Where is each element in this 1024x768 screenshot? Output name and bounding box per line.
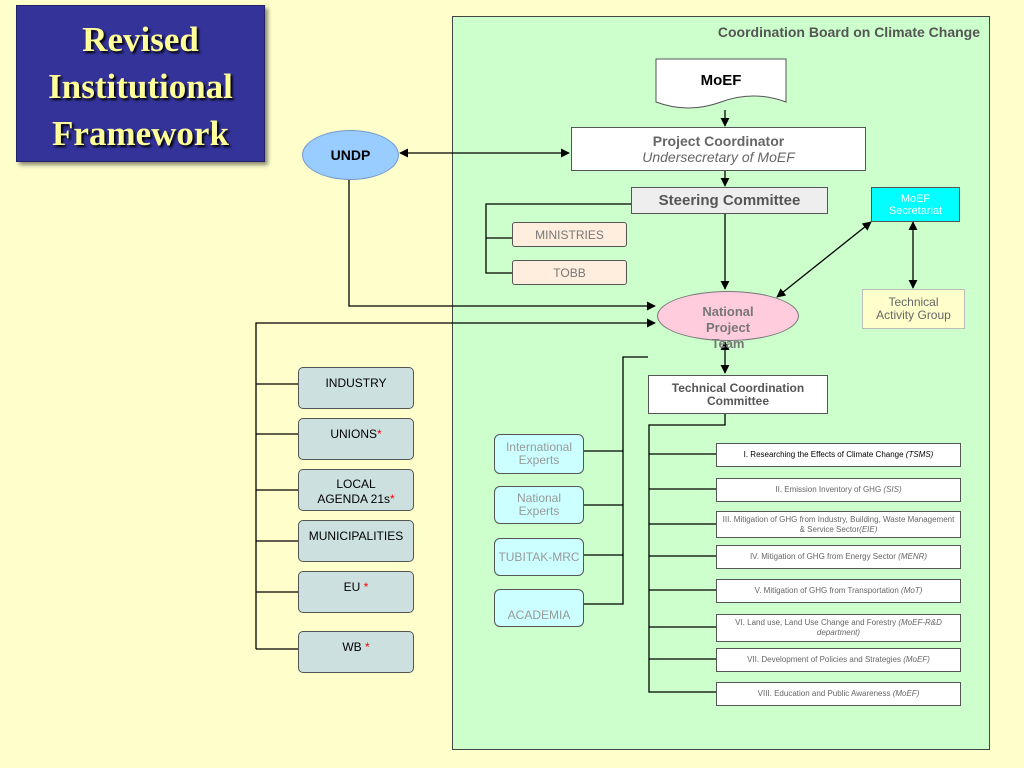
- working-group-lead: (MoEF-R&D department): [816, 618, 942, 637]
- tubitak-mrc-node: TUBITAK-MRC: [494, 538, 584, 576]
- ministries-node: MINISTRIES: [512, 222, 627, 247]
- technical-activity-group-node: Technical Activity Group: [862, 289, 965, 329]
- working-group-8: VIII. Education and Public Awareness (Mo…: [716, 682, 961, 706]
- title-line-2: Institutional: [48, 67, 233, 106]
- working-group-lead: (MoEF): [903, 655, 930, 664]
- working-group-lead: (SIS): [883, 485, 902, 494]
- working-group-label: III. Mitigation of GHG from Industry, Bu…: [722, 514, 955, 534]
- expert-label: International: [505, 440, 573, 454]
- project-coordinator-subtitle: Undersecretary of MoEF: [642, 149, 795, 165]
- stakeholder-label: MUNICIPALITIES: [308, 529, 404, 543]
- expert-label: ACADEMIA: [507, 607, 571, 622]
- title-line-1: Revised: [82, 20, 199, 59]
- tobb-node: TOBB: [512, 260, 627, 285]
- working-group-lead: (TSMS): [905, 450, 934, 459]
- npt-line-1: National: [702, 304, 754, 319]
- academia-node: ACADEMIA: [494, 589, 584, 627]
- expert-label: TUBITAK-MRC: [498, 549, 580, 564]
- asterisk-mark: *: [363, 580, 369, 594]
- asterisk-mark: *: [377, 427, 382, 441]
- tcc-line-1: Technical Coordination: [671, 380, 805, 395]
- expert-label: National: [516, 491, 562, 505]
- working-group-4: IV. Mitigation of GHG from Energy Sector…: [716, 545, 961, 569]
- secretariat-line-1: MoEF: [900, 192, 931, 205]
- working-group-lead: (MENR): [898, 552, 928, 561]
- undp-to-npt-arrow: [348, 180, 656, 311]
- project-coordinator-title: Project Coordinator: [652, 133, 785, 149]
- working-groups-bus-line: [648, 414, 726, 693]
- stakeholder-label: LOCAL: [336, 477, 376, 491]
- working-group-label: VIII. Education and Public Awareness: [757, 689, 893, 698]
- working-group-label: VII. Development of Policies and Strateg…: [747, 655, 904, 664]
- project-coordinator-node: Project Coordinator Undersecretary of Mo…: [571, 127, 866, 171]
- asterisk-mark: *: [390, 492, 395, 506]
- working-group-7: VII. Development of Policies and Strateg…: [716, 648, 961, 672]
- npt-line-3: Team: [711, 336, 745, 351]
- working-group-label: V. Mitigation of GHG from Transportation: [754, 586, 902, 595]
- stakeholder-industry: INDUSTRY: [298, 367, 414, 409]
- technical-coordination-committee-node: Technical Coordination Committee: [648, 375, 828, 414]
- tag-line-2: Activity Group: [876, 308, 951, 322]
- stakeholder-label: WB: [342, 640, 365, 654]
- working-group-label: II. Emission Inventory of GHG: [775, 485, 884, 494]
- stakeholder-local-agenda: LOCAL AGENDA 21s*: [298, 469, 414, 511]
- working-group-label: I. Researching the Effects of Climate Ch…: [743, 450, 906, 459]
- asterisk-mark: *: [365, 640, 370, 654]
- undp-node: UNDP: [302, 130, 399, 180]
- secretariat-npt-arrow: [776, 221, 872, 298]
- moef-secretariat-node: MoEF Secretariat: [871, 187, 960, 222]
- expert-label: Experts: [518, 504, 560, 518]
- stakeholder-label: UNIONS: [330, 427, 377, 441]
- experts-bus-line: [584, 356, 648, 605]
- working-group-label: IV. Mitigation of GHG from Energy Sector: [749, 552, 899, 561]
- steering-committee-node: Steering Committee: [631, 187, 828, 214]
- working-group-lead: (EIE): [859, 524, 878, 534]
- working-group-2: II. Emission Inventory of GHG (SIS): [716, 478, 961, 502]
- working-group-1: I. Researching the Effects of Climate Ch…: [716, 443, 961, 467]
- stakeholder-label: EU: [343, 580, 364, 594]
- working-group-label: VI. Land use, Land Use Change and Forest…: [735, 618, 899, 627]
- stakeholder-eu: EU *: [298, 571, 414, 613]
- national-project-team-node: National Project Team: [657, 291, 799, 351]
- stakeholder-label: INDUSTRY: [325, 376, 387, 390]
- board-title: Coordination Board on Climate Change: [717, 24, 980, 40]
- npt-line-2: Project: [705, 320, 751, 335]
- stakeholder-wb: WB *: [298, 631, 414, 673]
- moef-document-shape: [655, 58, 787, 109]
- moef-node: MoEF: [700, 72, 742, 89]
- tcc-line-2: Committee: [706, 393, 769, 408]
- expert-label: Experts: [518, 453, 560, 467]
- title-line-3: Framework: [52, 114, 229, 153]
- working-group-lead: (MoT): [901, 586, 923, 595]
- secretariat-line-2: Secretariat: [888, 204, 943, 217]
- working-group-5: V. Mitigation of GHG from Transportation…: [716, 579, 961, 603]
- tag-line-1: Technical: [888, 295, 939, 309]
- stakeholder-unions: UNIONS*: [298, 418, 414, 460]
- stakeholder-bus-to-npt-arrow: [255, 318, 656, 649]
- working-group-3: III. Mitigation of GHG from Industry, Bu…: [716, 511, 961, 538]
- working-group-lead: (MoEF): [892, 689, 920, 698]
- slide-title: Revised Institutional Framework: [16, 5, 265, 162]
- working-group-6: VI. Land use, Land Use Change and Forest…: [716, 614, 961, 642]
- stakeholder-label: AGENDA 21s: [317, 492, 391, 506]
- stakeholder-municipalities: MUNICIPALITIES: [298, 520, 414, 562]
